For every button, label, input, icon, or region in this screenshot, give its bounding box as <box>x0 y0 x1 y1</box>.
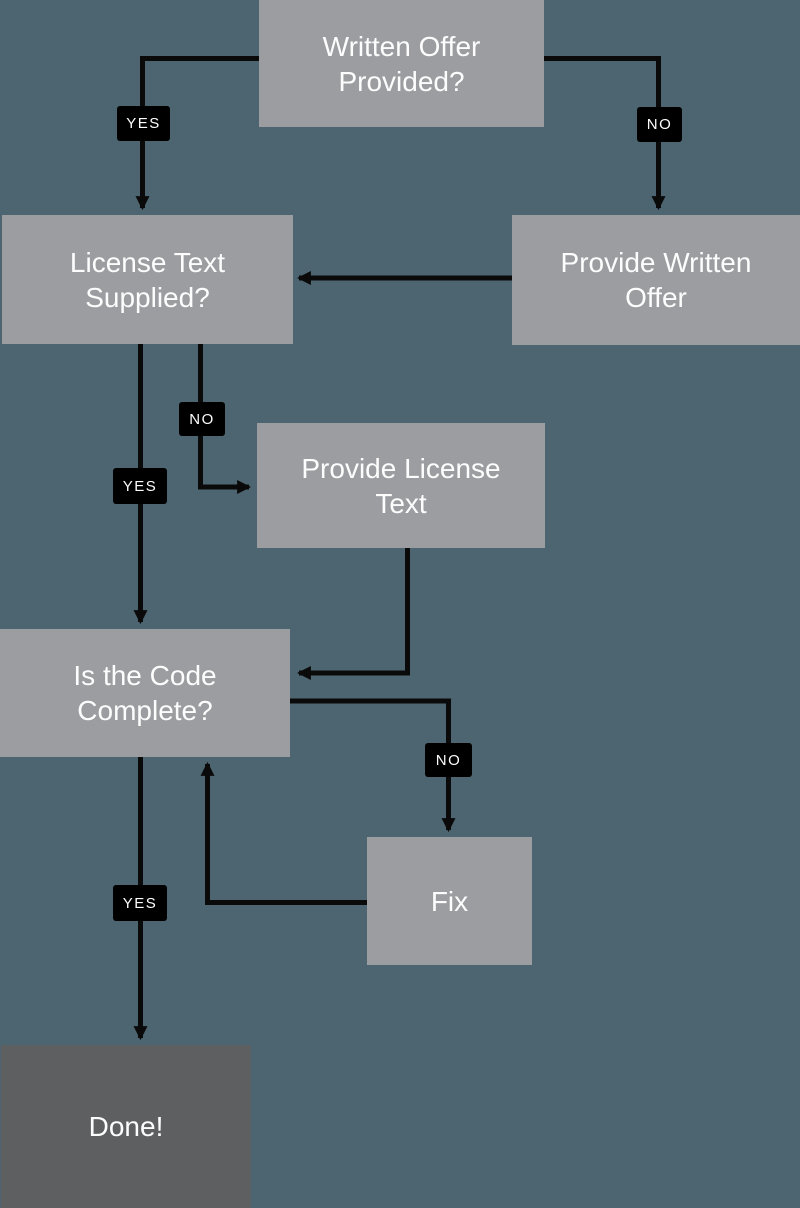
node-provide-license-text: Provide License Text <box>257 423 545 548</box>
node-done: Done! <box>1 1045 251 1208</box>
edge-label-license-text-yes: YES <box>113 468 167 504</box>
node-label: Written Offer Provided? <box>322 30 481 97</box>
node-label: Provide Written Offer <box>560 247 752 313</box>
node-provide-written-offer: Provide Written Offer <box>512 215 800 345</box>
edge-label-code-complete-yes: YES <box>113 885 167 921</box>
node-label: Provide License Text <box>301 452 501 519</box>
node-label: Done! <box>88 1111 164 1142</box>
node-label: License Text Supplied? <box>69 246 226 313</box>
edge-label-code-complete-no: NO <box>425 743 472 777</box>
node-label: Fix <box>430 885 469 917</box>
node-fix: Fix <box>367 837 532 965</box>
node-written-offer-provided: Written Offer Provided? <box>259 0 544 127</box>
edge-label-written-offer-no: NO <box>637 107 682 142</box>
node-is-code-complete: Is the Code Complete? <box>0 629 290 757</box>
edge-written-offer-no <box>543 56 666 211</box>
edge-fix-to-code-complete <box>200 761 367 905</box>
edge-provide-license-to-code-complete <box>296 548 410 680</box>
edge-label-license-text-no: NO <box>179 402 225 436</box>
node-license-text-supplied: License Text Supplied? <box>2 215 293 344</box>
edge-license-text-no <box>198 344 252 494</box>
edge-code-complete-no <box>290 698 456 833</box>
node-label: Is the Code Complete? <box>73 660 217 726</box>
edge-label-written-offer-yes: YES <box>117 106 170 141</box>
edge-written-offer-yes <box>135 56 259 211</box>
